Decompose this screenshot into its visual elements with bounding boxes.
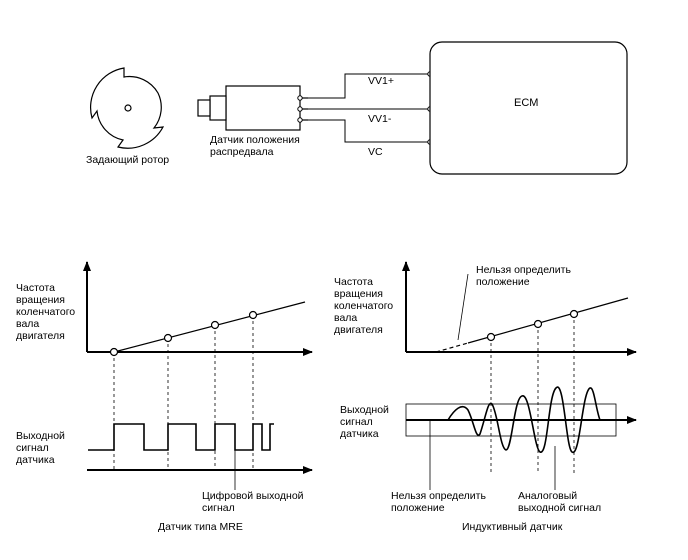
sensor-wires bbox=[300, 73, 430, 143]
left-signal-axis-label: Выходной сигнал датчика bbox=[16, 430, 65, 466]
wire-label-vv1-minus: VV1- bbox=[368, 113, 392, 125]
rpm-point bbox=[486, 332, 496, 342]
wire-label-vv1-plus: VV1+ bbox=[368, 75, 394, 87]
right-undetectable-bottom-annotation: Нельзя определить положение bbox=[391, 490, 486, 514]
left-digital-signal-annotation: Цифровой выходной сигнал bbox=[202, 490, 304, 514]
right-rpm-axis-label: Частота вращения коленчатого вала двигат… bbox=[334, 276, 394, 336]
rpm-point bbox=[533, 319, 543, 329]
right-analog-signal-annotation: Аналоговый выходной сигнал bbox=[518, 490, 602, 514]
rotor-label: Задающий ротор bbox=[86, 154, 170, 166]
wire-label-vc: VC bbox=[368, 146, 383, 158]
right-undetectable-top-annotation: Нельзя определить положение bbox=[476, 264, 571, 288]
ecm-box bbox=[429, 41, 628, 175]
camshaft-position-sensor bbox=[197, 85, 308, 131]
rpm-point bbox=[109, 347, 119, 357]
ecm-label: ECM bbox=[514, 97, 539, 109]
left-rpm-axis-label: Частота вращения коленчатого вала двигат… bbox=[16, 282, 76, 342]
rpm-point bbox=[569, 309, 579, 319]
right-chart bbox=[402, 261, 637, 490]
right-signal-axis-label: Выходной сигнал датчика bbox=[340, 404, 389, 440]
timing-rotor bbox=[89, 67, 165, 149]
rpm-point bbox=[163, 333, 173, 343]
sensor-label: Датчик положения распредвала bbox=[210, 134, 300, 158]
left-chart bbox=[83, 261, 313, 490]
rpm-point bbox=[210, 320, 220, 330]
left-chart-caption: Датчик типа MRE bbox=[158, 521, 243, 533]
rpm-point bbox=[248, 310, 258, 320]
right-chart-caption: Индуктивный датчик bbox=[462, 521, 563, 533]
